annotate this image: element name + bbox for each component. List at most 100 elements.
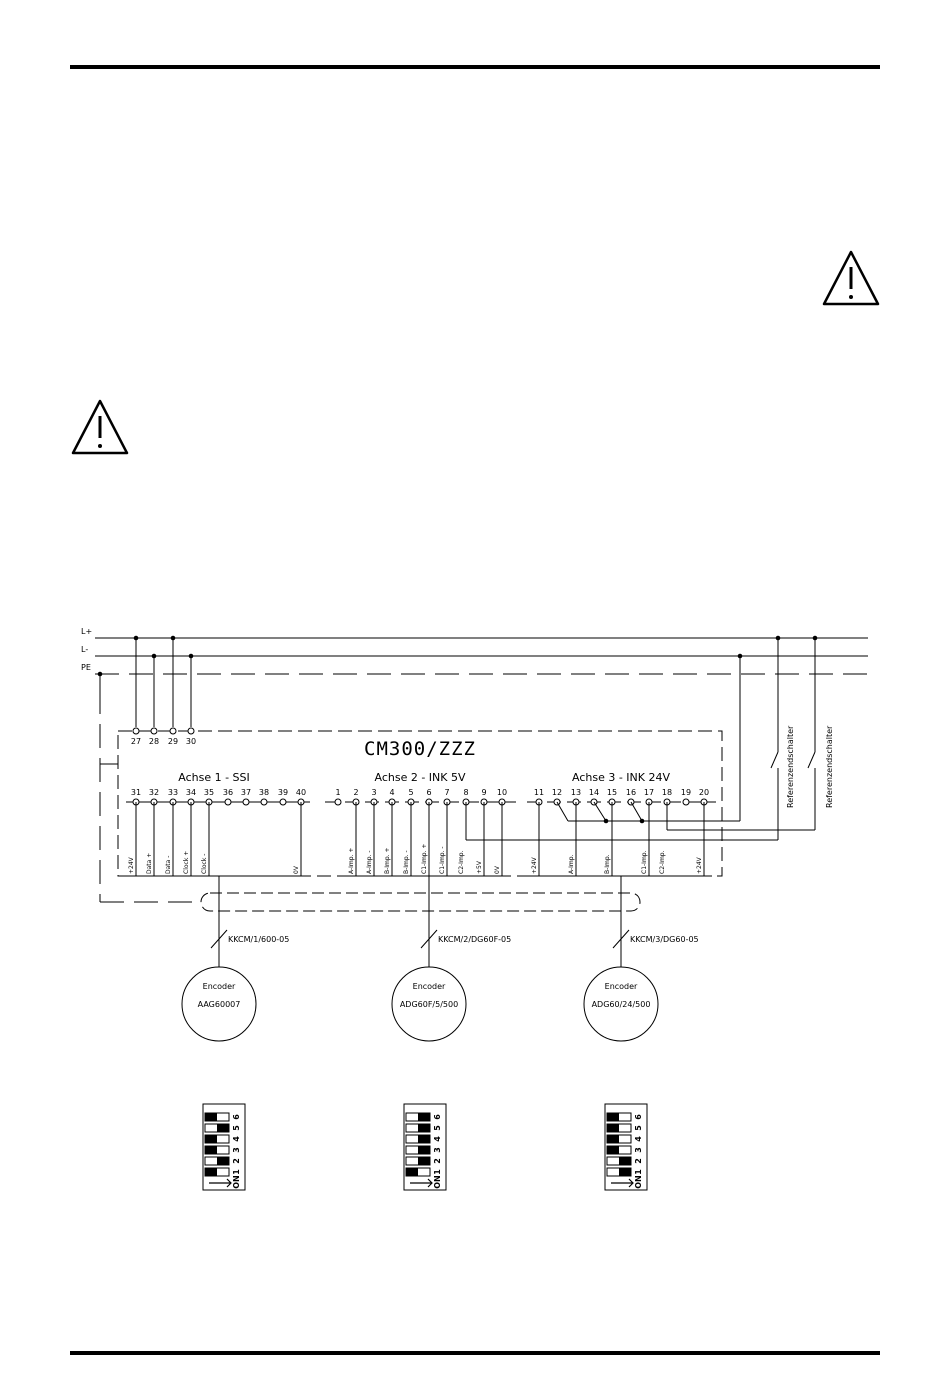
signal-label: 0V xyxy=(494,865,501,874)
dip-knob xyxy=(607,1135,619,1143)
terminal-29 xyxy=(169,727,177,735)
dip-number: 4 xyxy=(634,1136,643,1142)
encoder-1: Encoder AAG60007 xyxy=(181,966,257,1042)
dip-on-label: ON xyxy=(634,1175,643,1189)
signal-label: +5V xyxy=(476,860,483,874)
signal-labels: +24V Data + Data - Clock + Clock - 0V A-… xyxy=(128,844,703,874)
dip-number: 5 xyxy=(232,1125,241,1131)
dip-number: 4 xyxy=(433,1136,442,1142)
dip-number: 6 xyxy=(634,1114,643,1120)
terminal-27 xyxy=(132,727,140,735)
axis-3-label: Achse 3 - INK 24V xyxy=(572,771,670,784)
signal-label: +24V xyxy=(531,856,538,874)
terminal-number: 8 xyxy=(463,788,468,797)
signal-label: C1-Imp. - xyxy=(439,846,446,874)
terminal-number: 11 xyxy=(534,788,544,797)
signal-label: A-Imp. - xyxy=(366,850,373,874)
dip-number: 1 xyxy=(634,1169,643,1175)
pe-wiring xyxy=(99,674,200,903)
terminal-number-row: 31 32 33 34 35 36 37 38 39 40 1 2 3 4 5 … xyxy=(131,788,709,797)
signal-label: +24V xyxy=(128,856,135,874)
rail-label-l-minus: L- xyxy=(81,645,88,654)
terminal-number: 9 xyxy=(481,788,486,797)
terminal-number: 28 xyxy=(149,737,159,746)
dip-arrow-icon xyxy=(410,1178,433,1188)
axis-1-wiring xyxy=(126,802,310,967)
encoder-model: ADG60/24/500 xyxy=(592,1000,651,1009)
axis-3-wiring xyxy=(529,801,815,967)
terminal-number: 20 xyxy=(699,788,709,797)
terminal-number: 13 xyxy=(571,788,581,797)
terminal-number: 32 xyxy=(149,788,159,797)
signal-label: B-Imp. - xyxy=(403,850,410,874)
terminal-number: 1 xyxy=(335,788,340,797)
dip-number: 4 xyxy=(232,1136,241,1142)
encoder-2: Encoder ADG60F/5/500 xyxy=(391,966,467,1042)
terminal-number: 39 xyxy=(278,788,288,797)
dip-knob xyxy=(205,1135,217,1143)
terminal-number: 15 xyxy=(607,788,617,797)
terminal-number: 10 xyxy=(497,788,507,797)
warning-triangle-icon xyxy=(822,250,880,306)
terminal-number: 5 xyxy=(408,788,413,797)
cable-label: KKCM/1/600-05 xyxy=(228,935,289,944)
dip-number: 1 xyxy=(232,1169,241,1175)
signal-label: A-Imp. xyxy=(568,854,575,874)
dip-knob xyxy=(205,1146,217,1154)
terminal-number: 29 xyxy=(168,737,178,746)
dip-knob xyxy=(217,1157,229,1165)
dip-arrow-icon xyxy=(611,1178,634,1188)
signal-label: +24V xyxy=(696,856,703,874)
terminal-number: 34 xyxy=(186,788,196,797)
dip-knob xyxy=(607,1146,619,1154)
terminal-28 xyxy=(150,727,158,735)
signal-label: C1-Imp. xyxy=(641,850,648,874)
cable-label: KKCM/3/DG60-05 xyxy=(630,935,699,944)
reference-switch-wiring: Referenzendschalter Referenzendschalter xyxy=(739,638,834,840)
encoder-model: ADG60F/5/500 xyxy=(400,1000,458,1009)
dip-knob xyxy=(418,1124,430,1132)
terminal-number: 3 xyxy=(371,788,376,797)
terminal-1 xyxy=(334,798,342,806)
terminal-number: 17 xyxy=(644,788,654,797)
dip-number: 5 xyxy=(634,1125,643,1131)
terminal-number: 12 xyxy=(552,788,562,797)
dip-on-label: ON xyxy=(232,1175,241,1189)
axis-2-label: Achse 2 - INK 5V xyxy=(374,771,465,784)
terminal-number: 16 xyxy=(626,788,636,797)
dip-knob xyxy=(619,1157,631,1165)
terminal-number: 27 xyxy=(131,737,141,746)
terminal-number: 19 xyxy=(681,788,691,797)
signal-label: A-Imp. + xyxy=(348,848,355,874)
terminal-number: 7 xyxy=(444,788,449,797)
terminal-number: 6 xyxy=(426,788,431,797)
terminal-number: 2 xyxy=(353,788,358,797)
dip-on-label: ON xyxy=(433,1175,442,1189)
encoder-model: AAG60007 xyxy=(198,1000,241,1009)
terminal-number: 36 xyxy=(223,788,233,797)
signal-label: B-Imp. xyxy=(604,854,611,874)
terminal-number: 31 xyxy=(131,788,141,797)
encoder-title: Encoder xyxy=(605,982,638,991)
signal-label: Clock - xyxy=(201,854,208,874)
power-rails: L+ L- PE xyxy=(81,627,868,675)
terminal-number: 35 xyxy=(204,788,214,797)
dip-number: 6 xyxy=(232,1114,241,1120)
dip-knob xyxy=(205,1113,217,1121)
signal-label: C1-Imp. + xyxy=(421,844,428,874)
encoder-title: Encoder xyxy=(203,982,236,991)
terminal-36 xyxy=(224,798,232,806)
terminal-number: 4 xyxy=(389,788,394,797)
terminal-19 xyxy=(682,798,690,806)
dip-number: 5 xyxy=(433,1125,442,1131)
signal-label: C2-Imp. xyxy=(659,850,666,874)
signal-label: B-Imp. + xyxy=(384,847,391,874)
dip-number: 3 xyxy=(634,1147,643,1153)
dip-knob xyxy=(217,1124,229,1132)
terminal-39 xyxy=(279,798,287,806)
warning-triangle-icon xyxy=(71,399,129,455)
